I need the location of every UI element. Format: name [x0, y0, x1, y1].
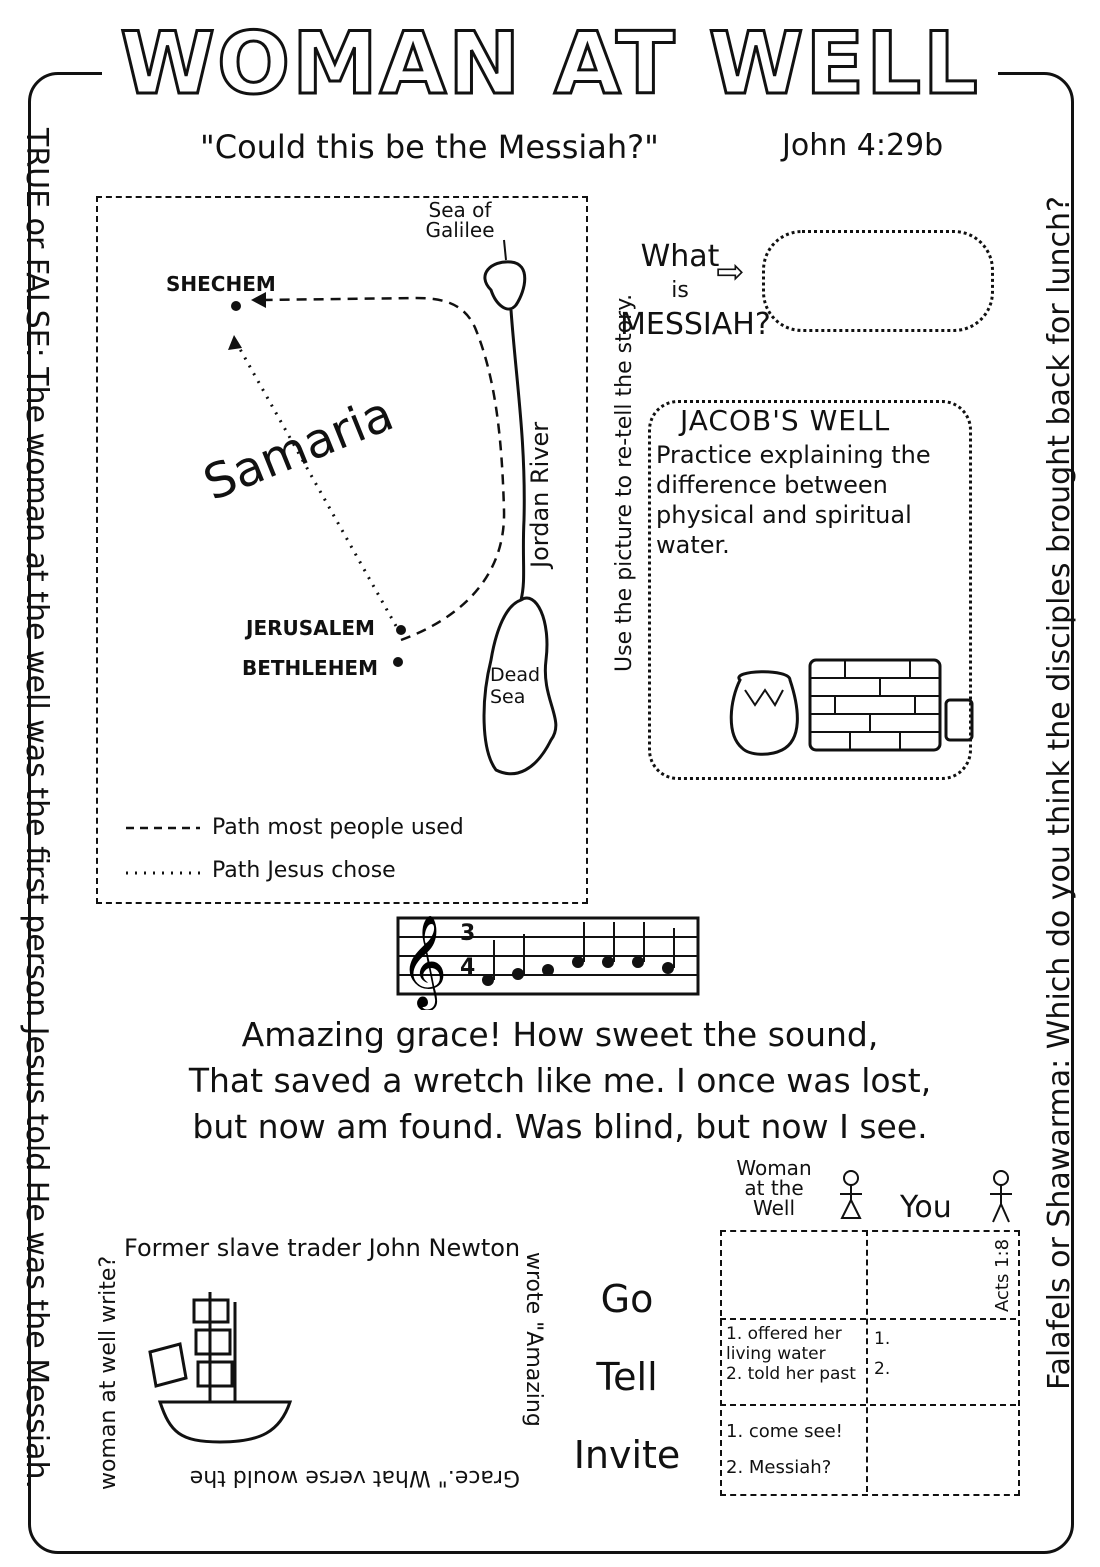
title-container: WOMAN AT WELL — [0, 13, 1100, 116]
quote: "Could this be the Messiah?" — [200, 128, 659, 166]
lyrics: Amazing grace! How sweet the sound, That… — [120, 1012, 1000, 1150]
table-row2-left: 1. offered her living water 2. told her … — [726, 1324, 864, 1384]
dead-sea-label: Dead Sea — [490, 664, 541, 708]
shechem-label: SHECHEM — [166, 272, 276, 296]
right-side-question: Falafels or Shawarma: Which do you think… — [1042, 190, 1077, 1390]
go-tell-invite: Go Tell Invite — [572, 1260, 682, 1494]
lyrics-line-3: but now am found. Was blind, but now I s… — [192, 1107, 928, 1146]
sailing-ship-icon — [148, 1292, 293, 1444]
messiah-prompt-line1: What — [640, 239, 720, 274]
table-side-reference: Acts 1:8 — [992, 1238, 1013, 1312]
newton-text-bottom: Grace." What verse would the — [189, 1465, 520, 1490]
table-cell: 2. — [874, 1359, 891, 1379]
time-signature-bottom: 4 — [460, 955, 476, 980]
table-cell: 1. come see! — [726, 1421, 843, 1442]
dead-sea-shape — [482, 596, 558, 776]
table-cell: 2. Messiah? — [726, 1457, 832, 1478]
legend-common-path: Path most people used — [212, 815, 464, 840]
lyrics-line-1: Amazing grace! How sweet the sound, — [241, 1015, 879, 1054]
table-row-divider-2 — [720, 1404, 1016, 1406]
bethlehem-dot — [393, 657, 403, 667]
table-row-divider-1 — [720, 1318, 1016, 1320]
action-tell: Tell — [596, 1355, 658, 1399]
table-row3-left: 1. come see! 2. Messiah? — [726, 1414, 864, 1486]
jacobs-well-box — [648, 400, 972, 780]
page-title: WOMAN AT WELL — [102, 13, 998, 116]
bucket-icon — [944, 698, 974, 742]
jacobs-well-text: Practice explaining the difference betwe… — [656, 441, 931, 559]
table-cell: 2. told her past — [726, 1364, 856, 1384]
scripture-reference: John 4:29b — [782, 128, 944, 163]
music-staff: 𝄞 — [396, 914, 700, 1010]
newton-text-right: wrote "Amazing — [521, 1252, 546, 1427]
table-cell: 1. — [874, 1329, 891, 1349]
map-box — [96, 196, 588, 904]
action-invite: Invite — [573, 1433, 681, 1477]
common-path-arrow — [251, 292, 266, 308]
stone-well-icon — [808, 658, 942, 752]
sea-of-galilee-shape — [483, 260, 527, 311]
shechem-dot — [231, 301, 241, 311]
newton-text-top: Former slave trader John Newton — [124, 1234, 521, 1262]
jesus-path — [234, 341, 398, 627]
lyrics-line-2: That saved a wretch like me. I once was … — [188, 1061, 932, 1100]
jordan-river-label: Jordan River — [526, 421, 554, 568]
newton-box — [120, 1250, 538, 1478]
left-side-question-text: TRUE or FALSE: The woman at the well was… — [19, 128, 54, 1490]
sea-of-galilee-label: Sea of Galilee — [425, 198, 495, 242]
treble-clef-icon: 𝄞 — [400, 914, 447, 1010]
table-cell: 1. offered her living water — [726, 1324, 842, 1364]
messiah-answer-box[interactable] — [762, 230, 994, 332]
table-col2-header: You — [900, 1190, 952, 1225]
jacobs-well-title: JACOB'S WELL — [680, 404, 891, 437]
messiah-prompt: What is MESSIAH? — [620, 239, 771, 342]
table-col-divider — [866, 1230, 868, 1492]
action-go: Go — [600, 1277, 654, 1321]
water-jar-icon — [729, 670, 799, 756]
jordan-river-line — [509, 309, 526, 601]
jerusalem-label: JERUSALEM — [246, 616, 375, 640]
arrow-right-icon: ⇨ — [716, 252, 745, 292]
messiah-prompt-line3: MESSIAH? — [620, 307, 771, 342]
messiah-prompt-line2: is — [671, 278, 689, 303]
well-and-jar-drawing — [729, 658, 974, 756]
left-side-question: TRUE or FALSE: The woman at the well was… — [19, 128, 54, 1489]
newton-text-left: woman at well write? — [96, 1255, 121, 1490]
galilee-pointer — [503, 239, 507, 261]
right-side-question-text: Falafels or Shawarma: Which do you think… — [1042, 196, 1077, 1390]
legend-jesus-path: Path Jesus chose — [212, 858, 396, 883]
bethlehem-label: BETHLEHEM — [242, 656, 378, 680]
map-retell-instruction: Use the picture to re-tell the story. — [612, 293, 637, 672]
jesus-path-arrow — [228, 335, 242, 350]
table-col1-header: Woman at the Well — [736, 1156, 812, 1220]
map-drawing — [126, 239, 558, 875]
jerusalem-dot — [396, 625, 406, 635]
table-row2-right: 1. 2. — [874, 1324, 974, 1384]
comparison-table — [720, 1230, 1020, 1496]
person-figure-icon — [990, 1170, 1012, 1223]
woman-figure-icon — [840, 1170, 862, 1219]
time-signature-top: 3 — [460, 921, 476, 946]
